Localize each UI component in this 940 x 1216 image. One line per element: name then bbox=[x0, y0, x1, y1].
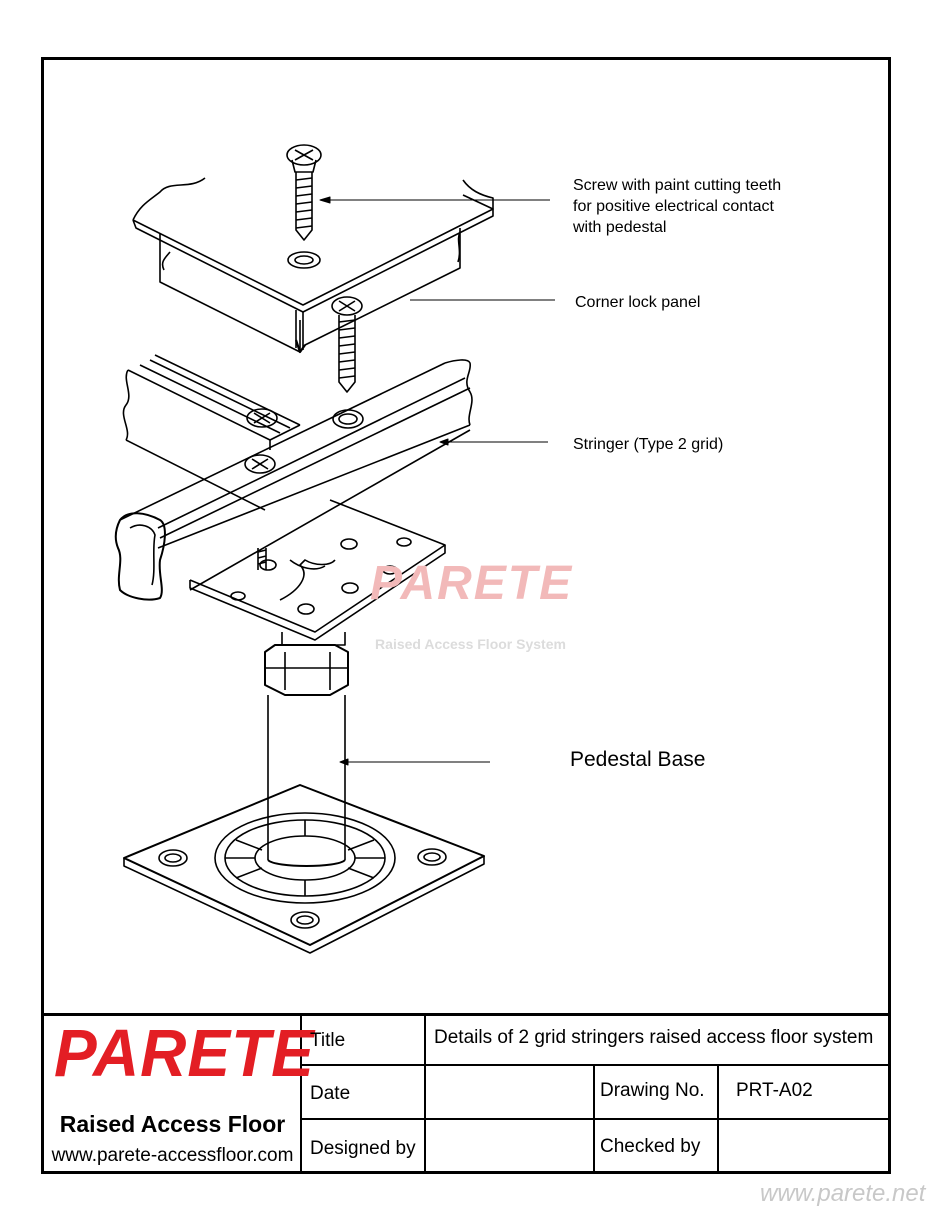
top-screw bbox=[286, 144, 322, 269]
leader-lines bbox=[319, 196, 555, 766]
footer-website: www.parete.net bbox=[760, 1180, 926, 1207]
title-label: Title bbox=[310, 1030, 346, 1051]
panel-callout: Corner lock panel bbox=[575, 294, 701, 311]
pedestal-head-plate bbox=[189, 499, 446, 641]
stringer-callout: Stringer (Type 2 grid) bbox=[573, 436, 724, 453]
corner-lock-panel bbox=[132, 177, 494, 354]
watermark-logo: PARETE bbox=[370, 557, 574, 610]
rear-stringer bbox=[122, 354, 301, 511]
main-stringer bbox=[114, 359, 473, 601]
pedestal-callout: Pedestal Base bbox=[570, 748, 706, 771]
company-logo-block: PARETE Raised Access Floor www.parete-ac… bbox=[44, 1015, 315, 1171]
screw-callout: Screw with paint cutting teeth for posit… bbox=[573, 177, 782, 236]
watermark-subtitle: Raised Access Floor System bbox=[375, 636, 566, 652]
exploded-assembly-drawing bbox=[114, 144, 555, 954]
designed-by-label: Designed by bbox=[310, 1138, 416, 1159]
title-value: Details of 2 grid stringers raised acces… bbox=[434, 1027, 874, 1048]
logo-subtitle: Raised Access Floor bbox=[59, 1111, 286, 1137]
parete-logo: PARETE bbox=[54, 1015, 315, 1091]
pedestal-base-plate bbox=[123, 784, 485, 954]
checked-by-label: Checked by bbox=[600, 1136, 701, 1157]
date-label: Date bbox=[310, 1083, 351, 1104]
title-block-grid bbox=[41, 1013, 891, 1174]
drawing-no-label: Drawing No. bbox=[600, 1080, 705, 1101]
pedestal-column bbox=[264, 632, 349, 867]
drawing-no-value: PRT-A02 bbox=[736, 1080, 813, 1101]
middle-screw bbox=[331, 296, 363, 393]
company-website: www.parete-accessfloor.com bbox=[51, 1145, 294, 1166]
